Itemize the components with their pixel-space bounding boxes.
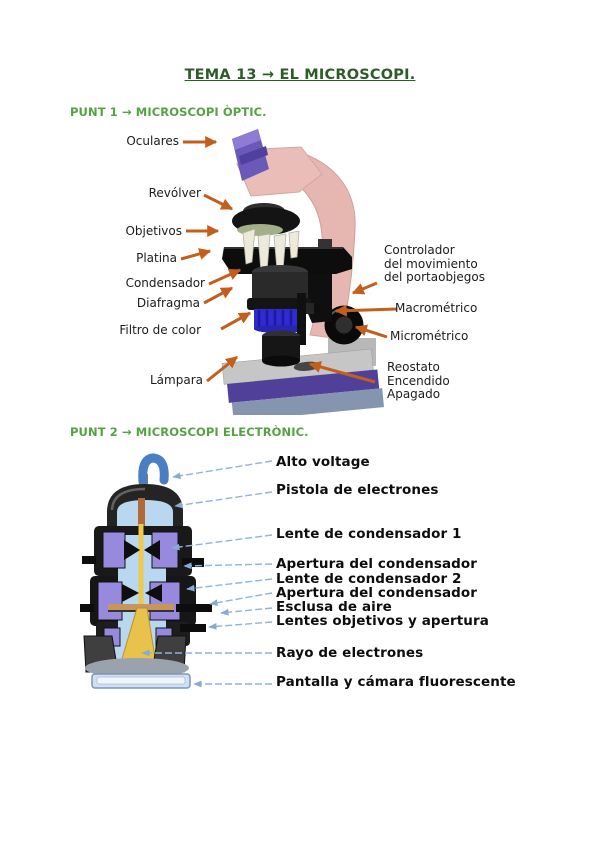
label-micrometrico: Micrométrico: [390, 329, 469, 343]
aperture-bars: [80, 556, 212, 632]
air-lock: [108, 604, 174, 610]
label-condensador: Condensador: [125, 276, 205, 290]
label-alto-voltage: Alto voltage: [276, 454, 370, 470]
label-revolver: Revólver: [148, 186, 201, 200]
label-platina: Platina: [136, 251, 177, 265]
arrow-revolver: [203, 193, 234, 211]
filter-holder: [262, 330, 300, 367]
nosepiece: [232, 203, 300, 236]
arrow-apertura-1: [183, 562, 273, 570]
diaphragm: [254, 309, 306, 333]
arrow-controlador: [351, 281, 378, 295]
arrow-alto-voltage: [172, 460, 273, 480]
fluorescent-screen: [91, 673, 191, 689]
slide-control-rod: [297, 293, 314, 345]
electron-microscope-illustration: [80, 453, 212, 689]
section-1-heading: PUNT 1 → MICROSCOPI ÒPTIC.: [70, 105, 267, 119]
aperture-wedges: [122, 540, 162, 602]
label-rayo: Rayo de electrones: [276, 645, 424, 661]
label-pantalla: Pantalla y cámara fluorescente: [276, 674, 516, 690]
arrow-lampara: [206, 355, 238, 383]
arrow-apertura-2: [209, 592, 273, 606]
label-apertura-1: Apertura del condensador: [276, 556, 478, 572]
label-objetivos: Objetivos: [125, 224, 182, 238]
arrow-condensador: [208, 268, 242, 286]
label-filtro: Filtro de color: [119, 323, 201, 337]
label-lampara: Lámpara: [150, 373, 203, 387]
microscope-base: [221, 348, 384, 415]
arrow-reostato: [308, 361, 376, 384]
label-esclusa: Esclusa de aire: [276, 599, 392, 615]
arrow-micrometrico: [354, 324, 388, 339]
objectives: [242, 228, 300, 273]
arrow-filtro: [220, 311, 252, 331]
arrow-lente-1: [171, 534, 273, 551]
electron-microscope-figure: [80, 453, 273, 689]
label-pistola: Pistola de electrones: [276, 482, 439, 498]
label-macrometrico: Macrométrico: [395, 301, 478, 315]
page-title: TEMA 13 → EL MICROSCOPI.: [184, 67, 416, 83]
condenser: [247, 265, 311, 310]
arrow-lente-2: [186, 578, 273, 592]
arrow-macrometrico: [334, 304, 398, 317]
label-diafragma: Diafragma: [136, 296, 200, 310]
electron-microscope-diagram: Alto voltage Pistola de electrones Lente…: [0, 448, 600, 700]
label-lentes-objetivos: Lentes objetivos y apertura: [276, 613, 489, 629]
arrow-diafragma: [203, 286, 234, 305]
base-rim: [85, 658, 189, 678]
label-controlador: Controlador del movimiento del portaobje…: [384, 243, 485, 284]
section-2-heading: PUNT 2 → MICROSCOPI ELECTRÒNIC.: [70, 425, 309, 439]
eyepiece: [232, 129, 269, 181]
optical-microscope-illustration: [221, 129, 384, 415]
label-apertura-2: Apertura del condensador: [276, 585, 478, 601]
label-lente-2: Lente de condensador 2: [276, 571, 462, 587]
arrow-pistola: [174, 491, 273, 509]
optical-microscope-diagram: Oculares Revólver Objetivos Platina Cond…: [0, 125, 600, 415]
electron-beam-line: [138, 524, 144, 604]
electron-arrows: [141, 460, 273, 688]
label-lente-1: Lente de condensador 1: [276, 526, 462, 542]
voltage-hook: [138, 453, 169, 487]
electron-gun: [138, 498, 145, 526]
optical-arrows: [180, 136, 398, 384]
arrow-platina: [180, 248, 212, 261]
label-oculares: Oculares: [126, 134, 179, 148]
arrow-lentes-objetivos: [208, 621, 273, 630]
label-reostato: Reostato Encendido Apagado: [387, 360, 450, 401]
arrow-esclusa: [220, 607, 273, 616]
optical-microscope-figure: [180, 129, 398, 415]
